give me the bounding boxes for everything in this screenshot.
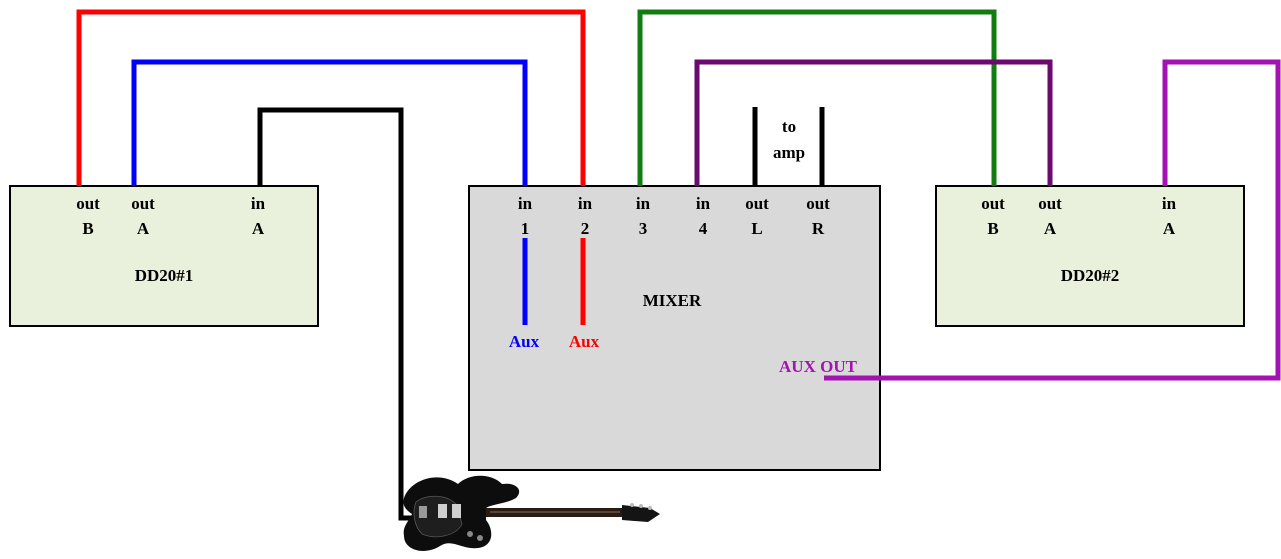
green-cable xyxy=(637,9,997,186)
dd20-1-port-out-b-top: out xyxy=(76,194,100,213)
dd20-2-port-in-a-bottom: A xyxy=(1163,219,1176,238)
purple-cable xyxy=(694,59,1053,186)
aux-red-label: Aux xyxy=(569,332,600,351)
mixer-port-outr-top: out xyxy=(806,194,830,213)
guitar-knob xyxy=(467,531,473,537)
dd20-2-port-out-b-bottom: B xyxy=(987,219,998,238)
mixer-port-in3-top: in xyxy=(636,194,651,213)
guitar-neck xyxy=(484,508,624,517)
mixer-port-outr-bottom: R xyxy=(812,219,825,238)
dd20-1-title: DD20#1 xyxy=(135,266,194,285)
dd20-2-port-out-a-bottom: A xyxy=(1044,219,1057,238)
mixer-port-in2-bottom: 2 xyxy=(581,219,590,238)
aux-out-cable xyxy=(824,59,1281,381)
mixer-port-in3-bottom: 3 xyxy=(639,219,648,238)
dd20-1-port-in-a-top: in xyxy=(251,194,266,213)
mixer-port-in2-top: in xyxy=(578,194,593,213)
mixer-box xyxy=(468,185,881,471)
dd20-1-port-out-a-bottom: A xyxy=(137,219,150,238)
tuning-peg xyxy=(630,503,634,507)
dd20-2-port-out-a-top: out xyxy=(1038,194,1062,213)
aux-out-label: AUX OUT xyxy=(779,357,858,376)
dd20-1-port-out-b-bottom: B xyxy=(82,219,93,238)
to-amp-label-line1: to xyxy=(782,117,796,136)
mixer-port-outl-bottom: L xyxy=(751,219,762,238)
guitar-pickup xyxy=(452,504,461,518)
black-guitar-cable xyxy=(257,107,418,521)
dd20-2-port-in-a-top: in xyxy=(1162,194,1177,213)
dd20-1-box xyxy=(9,185,319,327)
mixer-port-in4-top: in xyxy=(696,194,711,213)
dd20-2-title: DD20#2 xyxy=(1061,266,1120,285)
tuning-peg xyxy=(648,506,652,510)
blue-cable xyxy=(131,59,528,186)
mixer-port-outl-top: out xyxy=(745,194,769,213)
guitar-pickup xyxy=(438,504,447,518)
to-amp-label-line2: amp xyxy=(773,143,805,162)
red-cable xyxy=(76,9,586,186)
mixer-port-in1-bottom: 1 xyxy=(521,219,530,238)
dd20-2-port-out-b-top: out xyxy=(981,194,1005,213)
electric-guitar-icon xyxy=(403,475,660,551)
guitar-knob xyxy=(477,535,483,541)
aux-blue-label: Aux xyxy=(509,332,540,351)
mixer-title: MIXER xyxy=(643,291,702,310)
tuning-peg xyxy=(639,504,643,508)
dd20-2-box xyxy=(935,185,1245,327)
guitar-bridge xyxy=(419,506,427,518)
dd20-1-port-in-a-bottom: A xyxy=(252,219,265,238)
mixer-port-in1-top: in xyxy=(518,194,533,213)
dd20-1-port-out-a-top: out xyxy=(131,194,155,213)
mixer-port-in4-bottom: 4 xyxy=(699,219,708,238)
